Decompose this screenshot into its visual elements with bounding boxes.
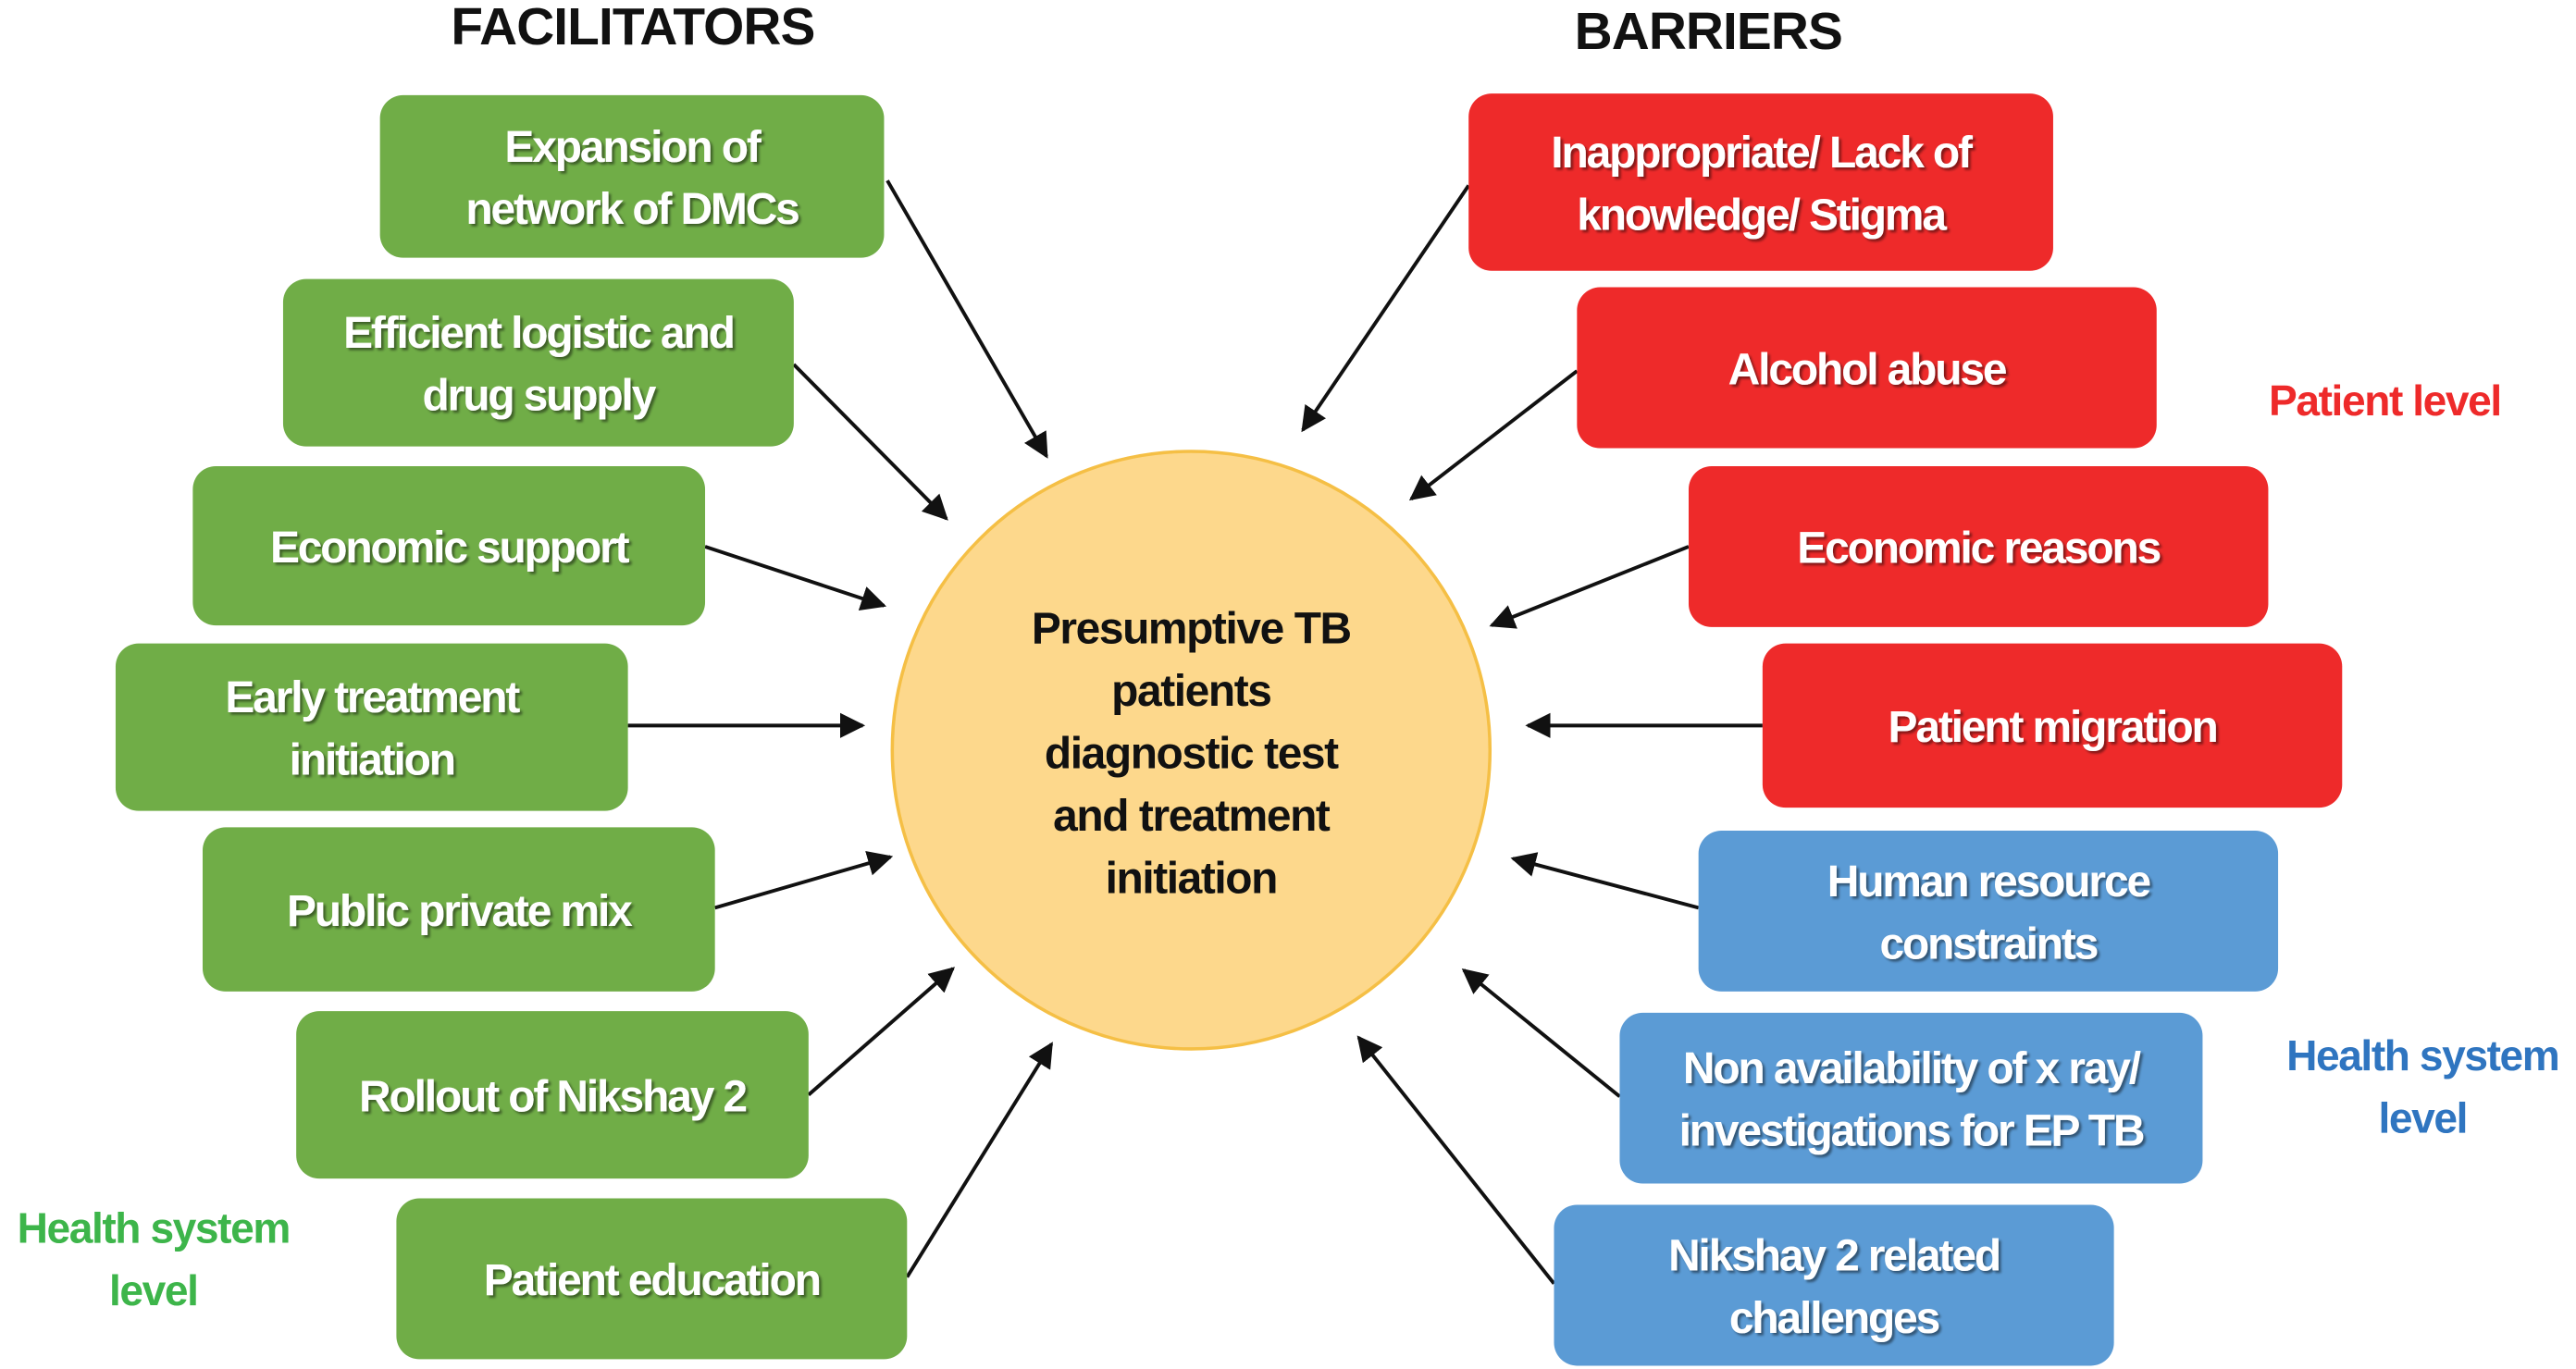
box-text-line: Rollout of Nikshay 2 [359,1072,746,1121]
box-text-line: initiation [290,736,454,785]
facilitator-box-text: Expansion of network of DMCs [465,123,799,234]
barrier-arrow [1489,545,1690,629]
patient-barrier-box-shape [1577,287,2157,449]
box-text-line: Early treatment [225,673,520,722]
facilitator-arrow [886,179,1048,459]
patient-barrier-box-text: Economic reasons [1797,524,2160,574]
center-text-line: Presumptive TB [1032,605,1351,654]
box-text-line: Efficient logistic and [343,309,734,358]
facilitator-arrow [905,1042,1054,1278]
barrier-arrow [1461,968,1621,1098]
center-circle-group: Presumptive TB patients diagnostic test and… [890,450,1492,1051]
facilitator-box-text: Rollout of Nikshay 2 [359,1072,746,1121]
health-system-level-label-facilitators-line: level [109,1266,198,1314]
patient-level-label-line: Patient level [2269,376,2501,425]
box-text-line: knowledge/ Stigma [1577,191,1947,240]
facilitator-arrow [792,363,948,521]
patient-barrier-box-text: Patient migration [1889,703,2217,752]
facilitator-box-shape [396,1198,908,1360]
facilitator-box-shape [203,827,715,992]
facilitators-heading: FACILITATORS [451,0,814,56]
patient-barrier-box: Inappropriate/ Lack of knowledge/ Stigma [1468,93,2053,271]
facilitator-box: Efficient logistic and drug supply [282,278,794,447]
facilitator-box: Expansion of network of DMCs [379,94,885,258]
health-system-barrier-box-shape [1619,1012,2203,1184]
facilitator-box-shape [115,643,628,811]
facilitator-arrow [704,545,887,611]
health-system-level-label-barriers: Health system level [2286,1031,2558,1141]
patient-barrier-box-text: Alcohol abuse [1728,345,2006,394]
box-text-line: Expansion of [504,123,762,172]
facilitator-box: Early treatment initiation [115,643,628,811]
facilitator-box: Public private mix [203,827,715,992]
health-system-level-label-facilitators: Health system level [18,1203,290,1314]
health-system-barrier-box-text: Non availability of x ray/investigations… [1679,1044,2144,1155]
box-text-line: Public private mix [287,887,633,936]
box-text-line: Human resource [1827,857,2150,906]
barrier-arrow [1301,184,1470,433]
center-text-line: initiation [1106,854,1277,903]
health-system-level-label-facilitators-line: Health system [18,1203,290,1252]
box-text-line: Nikshay 2 related [1668,1232,2000,1281]
patient-barrier-box-text: Inappropriate/ Lack of knowledge/ Stigma [1551,129,1974,240]
health-system-barrier-box: Human resource constraints [1698,830,2279,992]
facilitator-box-text: Early treatment initiation [225,673,520,784]
center-text-line: and treatment [1053,792,1331,841]
facilitator-box: Rollout of Nikshay 2 [296,1011,809,1179]
patient-barrier-box: Alcohol abuse [1577,287,2157,449]
center-text-line: diagnostic test [1045,730,1339,779]
barrier-arrow [1408,369,1579,501]
patient-barrier-box: Patient migration [1762,643,2343,808]
barrier-arrow [1510,852,1700,910]
health-system-level-label-barriers-line: level [2378,1093,2467,1141]
health-system-barrier-box-text: Human resource constraints [1827,857,2150,968]
box-text-line: Non availability of x ray/ [1683,1044,2141,1093]
facilitator-arrow [714,851,894,910]
box-text-line: challenges [1729,1294,1939,1343]
box-text-line: Alcohol abuse [1728,345,2006,394]
health-system-barrier-box-shape [1698,830,2279,992]
patient-barrier-box-shape [1762,643,2343,808]
health-system-barrier-box-text: Nikshay 2 related challenges [1668,1232,2000,1343]
patient-barrier-box-shape [1468,93,2053,271]
barrier-arrow [1356,1035,1556,1285]
facilitator-box-shape [192,465,706,626]
patient-barrier-box: Economic reasons [1688,465,2269,627]
box-text-line: Economic reasons [1797,524,2160,574]
facilitator-box-shape [379,94,885,258]
box-text-line: investigations for EP TB [1679,1107,2144,1156]
facilitator-box-shape [282,278,794,447]
arrows [627,179,1763,1285]
facilitator-box-text: Patient education [484,1256,820,1305]
health-system-level-label-barriers-line: Health system [2286,1031,2558,1079]
facilitator-box: Economic support [192,465,706,626]
facilitator-arrow [807,967,956,1097]
facilitator-box-text: Public private mix [287,887,633,936]
patient-barrier-box-shape [1688,465,2269,627]
health-system-barrier-box: Non availability of x ray/investigations… [1619,1012,2203,1184]
facilitator-box: Patient education [396,1198,908,1360]
center-text: Presumptive TB patients diagnostic test and… [1032,605,1351,904]
box-text-line: network of DMCs [465,185,799,234]
box-text-line: drug supply [423,372,657,421]
box-text-line: Inappropriate/ Lack of [1551,129,1974,178]
box-text-line: Patient education [484,1256,820,1305]
facilitator-box-text: Economic support [270,524,630,573]
center-circle [890,450,1492,1051]
health-system-barrier-box-shape [1554,1204,2114,1366]
center-text-line: patients [1111,667,1270,716]
box-text-line: constraints [1879,919,2097,968]
box-text-line: Economic support [270,524,630,573]
patient-level-label: Patient level [2269,376,2501,425]
facilitator-box-text: Efficient logistic and drug supply [343,309,734,420]
box-text-line: Patient migration [1889,703,2217,752]
barriers-heading: BARRIERS [1575,3,1842,61]
facilitator-box-shape [296,1011,809,1179]
health-system-barrier-box: Nikshay 2 related challenges [1554,1204,2114,1366]
